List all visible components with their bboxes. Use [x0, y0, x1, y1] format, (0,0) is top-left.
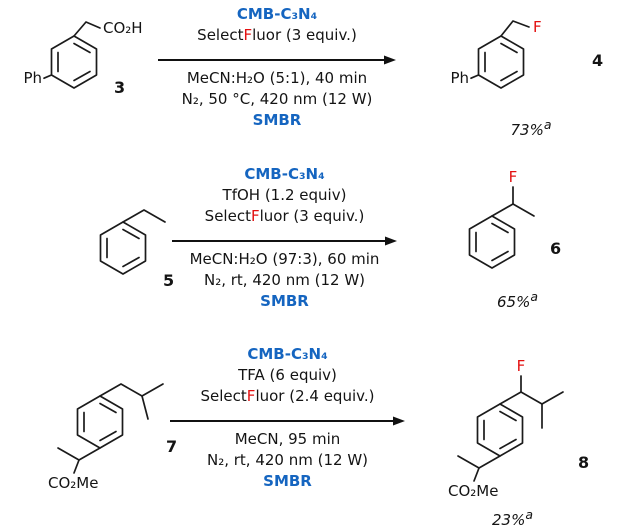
- selectfluor-pre: Select: [200, 387, 247, 405]
- acid-line: TFA (6 equiv): [238, 366, 337, 384]
- reactor-line: SMBR: [260, 292, 309, 310]
- selectfluor-f: F: [246, 387, 256, 405]
- yield-superscript: a: [543, 117, 552, 132]
- compound-number-6: 6: [550, 239, 561, 258]
- selectfluor-f: F: [243, 26, 253, 44]
- fluorine-atom-label: F: [533, 18, 542, 36]
- reactor-line: SMBR: [263, 472, 312, 490]
- reaction-arrow: [170, 416, 405, 426]
- benzene-ring: [468, 215, 516, 269]
- phenyl-label: Ph: [23, 69, 42, 87]
- arrowhead: [384, 55, 396, 65]
- yield-4: 73%a: [446, 116, 616, 139]
- reaction-arrow: [172, 236, 397, 246]
- benzene-ring: [477, 35, 525, 89]
- substituent-bonds: [470, 20, 530, 80]
- selectfluor-pre: Select: [197, 26, 244, 44]
- phenyl-label: Ph: [450, 69, 469, 87]
- benzene-ring: [50, 35, 98, 89]
- reactant-5: 5: [78, 186, 198, 302]
- selectfluor-line: SelectFluor (2.4 equiv.): [170, 386, 405, 407]
- isobutyl-bonds: [99, 383, 164, 420]
- compound-number-5: 5: [163, 271, 174, 290]
- product-8: F CO₂Me 8 23%a: [420, 352, 605, 527]
- selectfluor-post: luor (3 equiv.): [259, 207, 365, 225]
- arrowhead: [393, 416, 405, 426]
- catalyst-line: CMB-C₃N₄: [236, 5, 318, 23]
- fluoro-isobutyl-bonds: [499, 375, 564, 429]
- product-6: F 6 65%a: [450, 166, 585, 311]
- structure-7-drawing: CO₂Me 7: [48, 383, 177, 492]
- benzene-ring: [476, 403, 524, 457]
- solvent-line: MeCN, 95 min: [234, 430, 341, 448]
- conditions-line: N₂, rt, 420 nm (12 W): [206, 451, 369, 469]
- yield-value: 65%: [496, 293, 531, 311]
- selectfluor-line: SelectFluor (3 equiv.): [158, 25, 396, 46]
- solvent-line: MeCN:H₂O (5:1), 40 min: [186, 69, 368, 87]
- selectfluor-pre: Select: [204, 207, 251, 225]
- reaction-arrow: [158, 55, 396, 65]
- product-4: F Ph 4 73%a: [446, 0, 616, 139]
- solvent-line: MeCN:H₂O (97:3), 60 min: [189, 250, 380, 268]
- reactant-3: CO₂H Ph 3: [14, 0, 164, 116]
- carboxylic-acid-label: CO₂H: [103, 19, 143, 37]
- ester-label: CO₂Me: [448, 482, 498, 500]
- reaction-1-conditions: CMB-C₃N₄ SelectFluor (3 equiv.) MeCN:H₂O…: [158, 4, 396, 131]
- structure-3-drawing: CO₂H Ph 3: [23, 19, 143, 97]
- fluorine-atom-label: F: [517, 357, 526, 375]
- reactor-line: SMBR: [252, 111, 302, 129]
- yield-superscript: a: [525, 507, 533, 522]
- compound-number-4: 4: [592, 51, 603, 70]
- selectfluor-line: SelectFluor (3 equiv.): [172, 206, 397, 227]
- compound-number-7: 7: [166, 437, 177, 456]
- ester-label: CO₂Me: [48, 474, 98, 492]
- conditions-line: N₂, 50 °C, 420 nm (12 W): [181, 90, 373, 108]
- yield-value: 73%: [510, 121, 544, 139]
- structure-8-drawing: F CO₂Me 8: [448, 357, 589, 500]
- ester-chain-bonds: [57, 447, 101, 474]
- benzene-ring: [76, 395, 124, 449]
- benzene-ring: [99, 221, 147, 275]
- ester-chain-bonds: [457, 455, 501, 482]
- selectfluor-f: F: [250, 207, 260, 225]
- yield-8: 23%a: [420, 506, 605, 527]
- reaction-2-conditions: CMB-C₃N₄ TfOH (1.2 equiv) SelectFluor (3…: [172, 164, 397, 312]
- structure-4-drawing: F Ph 4: [450, 18, 603, 89]
- reactant-7: CO₂Me 7: [8, 356, 183, 500]
- catalyst-line: CMB-C₃N₄: [244, 165, 325, 183]
- substituent-bonds: [491, 186, 535, 217]
- catalyst-line: CMB-C₃N₄: [247, 345, 328, 363]
- acid-line: TfOH (1.2 equiv): [222, 186, 347, 204]
- conditions-line: N₂, rt, 420 nm (12 W): [203, 271, 366, 289]
- compound-number-8: 8: [578, 453, 589, 472]
- yield-value: 23%: [491, 511, 526, 527]
- selectfluor-post: luor (3 equiv.): [252, 26, 357, 44]
- yield-6: 65%a: [450, 288, 585, 311]
- reaction-3-conditions: CMB-C₃N₄ TFA (6 equiv) SelectFluor (2.4 …: [170, 344, 405, 492]
- fluorine-atom-label: F: [509, 168, 518, 186]
- structure-5-drawing: 5: [99, 209, 174, 290]
- selectfluor-post: luor (2.4 equiv.): [255, 387, 375, 405]
- structure-6-drawing: F 6: [468, 168, 561, 269]
- yield-superscript: a: [530, 289, 538, 304]
- compound-number-3: 3: [114, 78, 125, 97]
- substituent-bonds: [43, 21, 101, 80]
- ethyl-bonds: [122, 209, 166, 223]
- arrowhead: [385, 236, 397, 246]
